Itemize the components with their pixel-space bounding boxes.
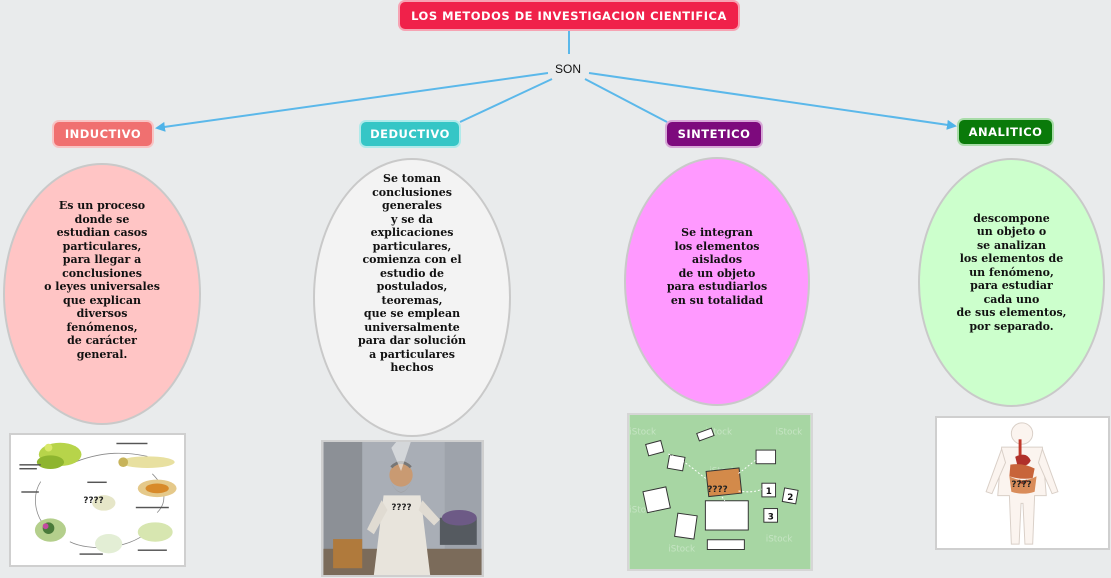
deductivo-image[interactable]: ???? (321, 440, 484, 577)
method-sintetico[interactable]: SINTETICO (667, 122, 761, 146)
svg-text:iStock: iStock (776, 427, 804, 437)
son-to-sintetico-line (584, 78, 668, 123)
analitico-image[interactable]: ???? (935, 416, 1110, 550)
sintetico-image[interactable]: iStock iStock iStock iStock iStock iStoc… (627, 413, 813, 571)
sintetico-description: Se integran los elementos aislados de un… (666, 226, 768, 307)
method-analitico[interactable]: ANALITICO (959, 120, 1052, 144)
philosopher-illustration: ???? (323, 442, 482, 575)
svg-text:iStock: iStock (629, 427, 657, 437)
analitico-description: descompone un objeto o se analizan los e… (956, 211, 1067, 333)
svg-text:3: 3 (768, 512, 774, 522)
deductivo-description: Se toman conclusiones generales y se da … (358, 172, 466, 375)
sintetico-image-label: ???? (707, 485, 727, 495)
main-title[interactable]: LOS METODOS DE INVESTIGACION CIENTIFICA (400, 2, 738, 29)
inductivo-image-label: ???? (83, 496, 103, 506)
frog-lifecycle-illustration: ???? (11, 435, 184, 565)
analitico-image-label: ???? (1011, 480, 1031, 490)
synthesis-sketch-illustration: iStock iStock iStock iStock iStock iStoc… (629, 415, 811, 569)
deductivo-description-bubble[interactable]: Se toman conclusiones generales y se da … (313, 158, 511, 437)
analitico-description-bubble[interactable]: descompone un objeto o se analizan los e… (918, 158, 1105, 407)
son-to-analitico-line (588, 72, 957, 130)
svg-text:iStock: iStock (629, 505, 657, 515)
svg-text:iStock: iStock (705, 427, 733, 437)
method-deductivo[interactable]: DEDUCTIVO (361, 122, 459, 146)
human-anatomy-illustration: ???? (937, 418, 1108, 548)
connector-label: SON (548, 60, 588, 78)
method-inductivo[interactable]: INDUCTIVO (54, 122, 152, 146)
inductivo-description-bubble[interactable]: Es un proceso donde se estudian casos pa… (3, 163, 201, 425)
svg-text:iStock: iStock (766, 535, 794, 545)
svg-text:iStock: iStock (668, 544, 696, 554)
deductivo-image-label: ???? (391, 503, 411, 513)
inductivo-description: Es un proceso donde se estudian casos pa… (44, 199, 160, 361)
sintetico-description-bubble[interactable]: Se integran los elementos aislados de un… (624, 157, 810, 406)
son-to-deductivo-line (459, 78, 553, 123)
son-to-inductivo-line (155, 72, 549, 132)
svg-text:1: 1 (766, 487, 772, 497)
svg-text:2: 2 (787, 493, 793, 503)
inductivo-image[interactable]: ???? (9, 433, 186, 567)
